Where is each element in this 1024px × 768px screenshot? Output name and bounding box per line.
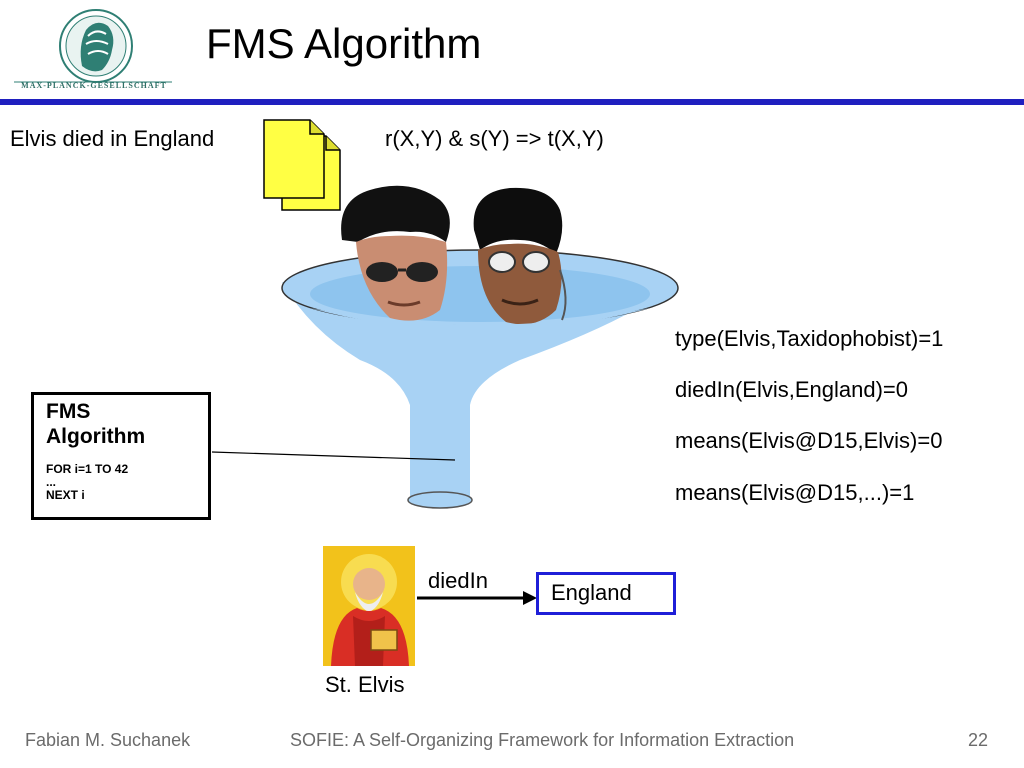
- title-divider: [0, 99, 1024, 105]
- elvis-head-right: [473, 187, 567, 325]
- world-value-item: diedIn(Elvis,England)=0: [675, 377, 908, 402]
- footer-author: Fabian M. Suchanek: [25, 730, 191, 750]
- algorithm-pseudocode: FOR i=1 TO 42 ... NEXT i: [46, 462, 129, 502]
- algorithm-box-title-line1: FMS: [46, 400, 91, 423]
- page-number: 22: [968, 730, 989, 750]
- algorithm-box-title-line2: Algorithm: [46, 425, 146, 448]
- input-fact-text: Elvis died in England: [10, 126, 215, 151]
- relation-arrow-icon: [417, 591, 537, 605]
- max-planck-logo: [14, 9, 172, 83]
- documents-icon: [263, 119, 341, 211]
- funnel-illustration: [281, 185, 679, 509]
- logo-text: MAX-PLANCK-GESELLSCHAFT: [21, 81, 167, 90]
- world-value-item: type(Elvis,Taxidophobist)=1: [675, 326, 944, 351]
- entity-box-england: England: [536, 572, 676, 615]
- world-value-item: means(Elvis@D15,...)=1: [675, 480, 915, 505]
- st-elvis-icon-image: [323, 546, 415, 666]
- slide-title: FMS Algorithm: [206, 20, 482, 67]
- algorithm-box-title: FMS Algorithm: [46, 399, 208, 449]
- relation-label: diedIn: [428, 568, 488, 593]
- footer-title: SOFIE: A Self-Organizing Framework for I…: [290, 730, 795, 750]
- elvis-head-left: [341, 185, 450, 321]
- st-elvis-label: St. Elvis: [325, 672, 405, 697]
- input-rule-text: r(X,Y) & s(Y) => t(X,Y): [385, 126, 604, 151]
- algorithm-callout-box: FMS Algorithm FOR i=1 TO 42 ... NEXT i: [31, 392, 211, 520]
- world-value-item: means(Elvis@D15,Elvis)=0: [675, 428, 943, 453]
